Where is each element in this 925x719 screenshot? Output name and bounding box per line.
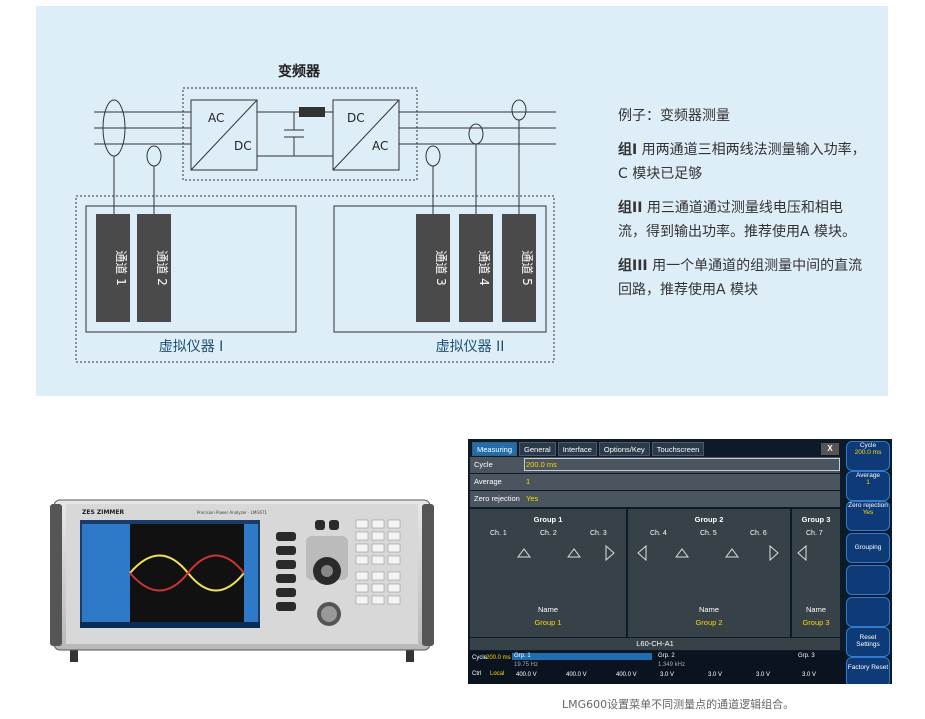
channel-box-4 bbox=[459, 214, 493, 322]
arrow-left-icon bbox=[797, 544, 807, 562]
group-panel-2[interactable]: Group 2 Ch. 4 Ch. 5 Ch. 6 Name Group 2 bbox=[628, 509, 790, 637]
group-label-2: 虚拟仪器 II bbox=[436, 339, 505, 355]
arrow-up-icon bbox=[725, 548, 739, 558]
description-group1: 组I 用两通道三相两线法测量输入功率，C 模块已足够 bbox=[618, 142, 866, 182]
description: 例子：变频器测量 组I 用两通道三相两线法测量输入功率，C 模块已足够 组II … bbox=[618, 104, 868, 312]
param-average[interactable]: Average 1 bbox=[470, 474, 840, 490]
channel-ch6: Ch. 6 bbox=[750, 530, 767, 537]
device-name: L60-CH-A1 bbox=[470, 638, 840, 650]
channel-box-5 bbox=[502, 214, 536, 322]
figure-caption: LMG600设置菜单不同测量点的通道逻辑组合。 bbox=[562, 698, 795, 711]
channel-ch3: Ch. 3 bbox=[590, 530, 607, 537]
settings-tabs: Measuring General Interface Options/Key … bbox=[472, 442, 706, 456]
arrow-up-icon bbox=[675, 548, 689, 558]
brand-logo: ZES ZIMMER bbox=[82, 509, 124, 516]
side-button-reset-settings[interactable]: Reset Settings bbox=[846, 627, 890, 657]
arrow-left-icon bbox=[637, 544, 647, 562]
channel-ch1: Ch. 1 bbox=[490, 530, 507, 537]
description-group3: 组III 用一个单通道的组测量中间的直流回路，推荐使用A 模块 bbox=[618, 258, 863, 298]
acdc-bottom: DC bbox=[234, 139, 252, 153]
channel-ch4: Ch. 4 bbox=[650, 530, 667, 537]
channel-label-3: 通道 3 bbox=[434, 250, 448, 285]
tab-options-key[interactable]: Options/Key bbox=[598, 442, 650, 456]
channel-label-4: 通道 4 bbox=[477, 250, 491, 285]
arrow-right-icon bbox=[605, 544, 615, 562]
acdc-top: AC bbox=[208, 111, 224, 125]
dcac-bottom: AC bbox=[372, 139, 388, 153]
side-button-grouping[interactable]: Grouping bbox=[846, 533, 890, 563]
group-panel-3[interactable]: Group 3 Ch. 7 Name Group 3 bbox=[792, 509, 840, 637]
instrument-model: Precision Power Analyzer · LMG671 bbox=[197, 510, 268, 515]
param-cycle[interactable]: Cycle 200.0 ms bbox=[470, 457, 840, 473]
sensor-ch4 bbox=[468, 123, 484, 145]
virtual-instrument-2 bbox=[333, 205, 547, 333]
acdc-block bbox=[190, 99, 258, 171]
dc-link-resistor bbox=[299, 107, 325, 117]
converter-box bbox=[182, 87, 418, 181]
group-panel-1[interactable]: Group 1 Ch. 1 Ch. 2 Ch. 3 Name Group 1 bbox=[470, 509, 626, 637]
channel-label-5: 通道 5 bbox=[520, 250, 534, 285]
status-bar: Cycle 200.0 ms Ctrl Local Grp. 1 19.75 H… bbox=[468, 651, 846, 684]
power-analyzer-photo: ZES ZIMMER Precision Power Analyzer · LM… bbox=[50, 498, 434, 666]
channel-ch7: Ch. 7 bbox=[806, 530, 823, 537]
inverter-diagram: 变频器 AC DC DC AC bbox=[75, 63, 556, 363]
diagram-panel: 变频器 AC DC DC AC bbox=[36, 6, 888, 396]
sensor-ch5 bbox=[511, 99, 527, 121]
virtual-instrument-1 bbox=[85, 205, 297, 333]
tab-touchscreen[interactable]: Touchscreen bbox=[651, 442, 705, 456]
group-label-1: 虚拟仪器 I bbox=[159, 339, 224, 355]
param-zero-rejection[interactable]: Zero rejection Yes bbox=[470, 491, 840, 507]
channel-box-3 bbox=[416, 214, 450, 322]
tab-general[interactable]: General bbox=[519, 442, 556, 456]
side-button-empty-2[interactable] bbox=[846, 597, 890, 627]
converter-label: 变频器 bbox=[278, 63, 321, 80]
channel-label-2: 通道 2 bbox=[155, 250, 169, 285]
description-group2: 组II 用三通道通过测量线电压和相电流，得到输出功率。推荐使用A 模块。 bbox=[618, 200, 857, 240]
sensor-ch2 bbox=[146, 145, 162, 167]
channel-box-1 bbox=[96, 214, 130, 322]
sensor-ch3 bbox=[425, 145, 441, 167]
side-button-empty-1[interactable] bbox=[846, 565, 890, 595]
channel-box-2 bbox=[137, 214, 171, 322]
instruments-dashed-box bbox=[75, 195, 555, 363]
arrow-up-icon bbox=[517, 548, 531, 558]
arrow-right-icon bbox=[769, 544, 779, 562]
side-button-factory-reset[interactable]: Factory Reset bbox=[846, 657, 890, 684]
close-button[interactable]: X bbox=[821, 443, 839, 455]
channel-ch2: Ch. 2 bbox=[540, 530, 557, 537]
tab-measuring[interactable]: Measuring bbox=[472, 442, 518, 456]
description-title: 例子：变频器测量 bbox=[618, 108, 730, 124]
dcac-top: DC bbox=[347, 111, 365, 125]
dcac-block bbox=[332, 99, 400, 171]
channel-ch5: Ch. 5 bbox=[700, 530, 717, 537]
arrow-up-icon bbox=[567, 548, 581, 558]
tab-interface[interactable]: Interface bbox=[557, 442, 597, 456]
lmg600-settings-screen: Measuring General Interface Options/Key … bbox=[468, 439, 892, 684]
channel-label-1: 通道 1 bbox=[114, 250, 128, 285]
